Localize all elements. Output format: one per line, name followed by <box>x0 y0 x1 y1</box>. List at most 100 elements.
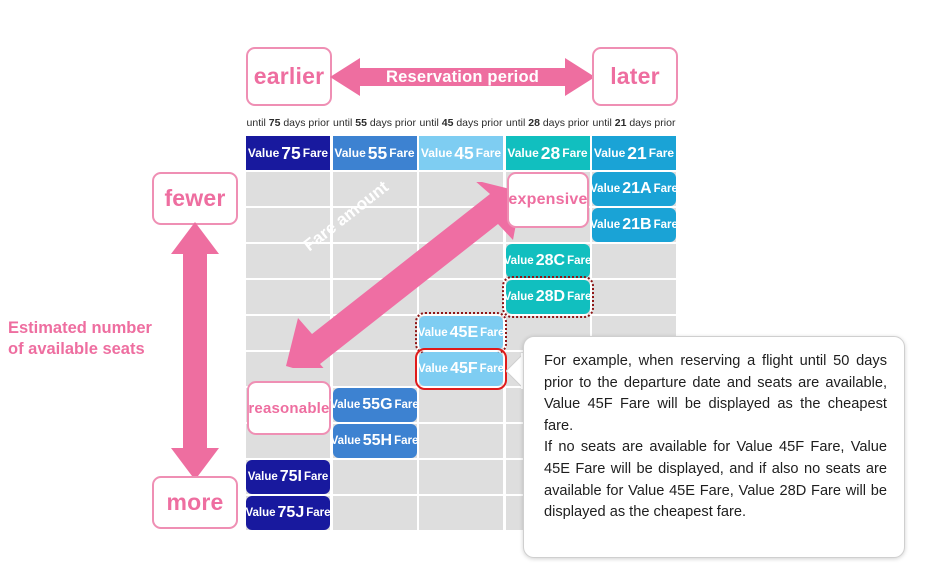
grid-cell <box>419 460 503 494</box>
fare-prefix: Value <box>507 146 539 160</box>
grid-cell <box>419 424 503 458</box>
grid-cell <box>332 352 417 386</box>
column-header-c21: until 21 days prior <box>592 117 676 129</box>
column-header-text: until 28 days prior <box>506 117 589 129</box>
fare-suffix: Fare <box>302 146 329 160</box>
column-header-text: until 55 days prior <box>333 117 416 129</box>
grid-cell <box>246 244 330 278</box>
fare-prefix: Value <box>418 363 449 375</box>
marker-expensive-text: expensive <box>508 191 588 208</box>
grid-cell <box>419 496 503 530</box>
column-header-text: until 45 days prior <box>419 117 503 129</box>
column-header-c55: until 55 days prior <box>333 117 417 129</box>
column-header-c28: until 28 days prior <box>506 117 590 129</box>
column-header-c75: until 75 days prior <box>246 117 330 129</box>
callout-paragraph-2: If no seats are available for Value 45F … <box>544 439 887 521</box>
fare-prefix: Value <box>420 146 453 160</box>
grid-cell <box>419 280 503 314</box>
available-seats-text: Estimated number of available seats <box>8 319 152 359</box>
fare-suffix: Fare <box>394 399 419 411</box>
fare-prefix: Value <box>245 507 276 519</box>
label-fewer-text: fewer <box>164 185 226 211</box>
label-more: more <box>152 476 238 529</box>
callout-paragraph-1: For example, when reserving a flight unt… <box>544 353 887 434</box>
label-fewer: fewer <box>152 172 238 225</box>
fare-suffix: Fare <box>306 507 331 519</box>
available-seats-arrow-icon <box>171 222 219 480</box>
fare-suffix: Fare <box>653 183 678 195</box>
fare-suffix: Fare <box>562 146 588 160</box>
fare-prefix: Value <box>247 146 280 160</box>
grid-cell <box>332 460 417 494</box>
grid-cell <box>332 208 417 242</box>
label-earlier: earlier <box>246 47 332 106</box>
fare-suffix: Fare <box>480 327 505 339</box>
label-more-text: more <box>166 489 224 515</box>
grid-cell <box>332 496 417 530</box>
fare-number: 75I <box>279 468 302 485</box>
fare-number: 55H <box>362 432 393 449</box>
label-earlier-text: earlier <box>253 63 325 89</box>
grid-cell <box>332 172 417 206</box>
fare-prefix: Value <box>590 183 621 195</box>
label-later-text: later <box>610 63 660 89</box>
fare-number: 75J <box>277 504 305 521</box>
fare-prefix: Value <box>334 146 366 160</box>
fare-number: 45 <box>454 142 474 163</box>
fare-suffix: Fare <box>479 363 504 375</box>
fare-prefix: Value <box>503 255 534 267</box>
grid-cell <box>419 388 503 422</box>
fare-prefix: Value <box>330 399 361 411</box>
fare-suffix: Fare <box>567 255 592 267</box>
fare-number: 45E <box>449 324 479 341</box>
fare-suffix: Fare <box>394 435 419 447</box>
fare-number: 45F <box>450 360 478 377</box>
column-header-text: until 21 days prior <box>592 117 676 129</box>
grid-cell <box>592 244 676 278</box>
fare-number: 28D <box>535 288 566 305</box>
grid-cell <box>592 280 676 314</box>
marker-reasonable: reasonable <box>247 381 331 435</box>
column-header-text: until 75 days prior <box>246 117 330 129</box>
fare-prefix: Value <box>330 435 361 447</box>
fare-suffix: Fare <box>304 471 329 483</box>
available-seats-label: Estimated number of available seats <box>8 318 160 360</box>
fare-number: 28 <box>540 142 561 163</box>
fare-prefix: Value <box>417 327 448 339</box>
fare-amount-arrow-icon <box>286 182 522 368</box>
fare-number: 28C <box>535 252 566 269</box>
grid-cell <box>246 208 330 242</box>
label-later: later <box>592 47 678 106</box>
fare-suffix: Fare <box>475 146 502 160</box>
marker-expensive: expensive <box>507 172 589 228</box>
fare-number: 21 <box>627 142 647 163</box>
grid-cell <box>246 172 330 206</box>
reservation-period-arrow-icon <box>330 58 595 96</box>
grid-cell <box>246 280 330 314</box>
fare-prefix: Value <box>503 291 534 303</box>
fare-suffix: Fare <box>567 291 592 303</box>
fare-number: 75 <box>281 142 301 163</box>
fare-number: 55 <box>367 142 388 163</box>
fare-suffix: Fare <box>648 146 675 160</box>
marker-reasonable-text: reasonable <box>248 399 330 417</box>
fare-suffix: Fare <box>389 146 415 160</box>
fare-suffix: Fare <box>653 219 678 231</box>
fare-prefix: Value <box>247 471 278 483</box>
